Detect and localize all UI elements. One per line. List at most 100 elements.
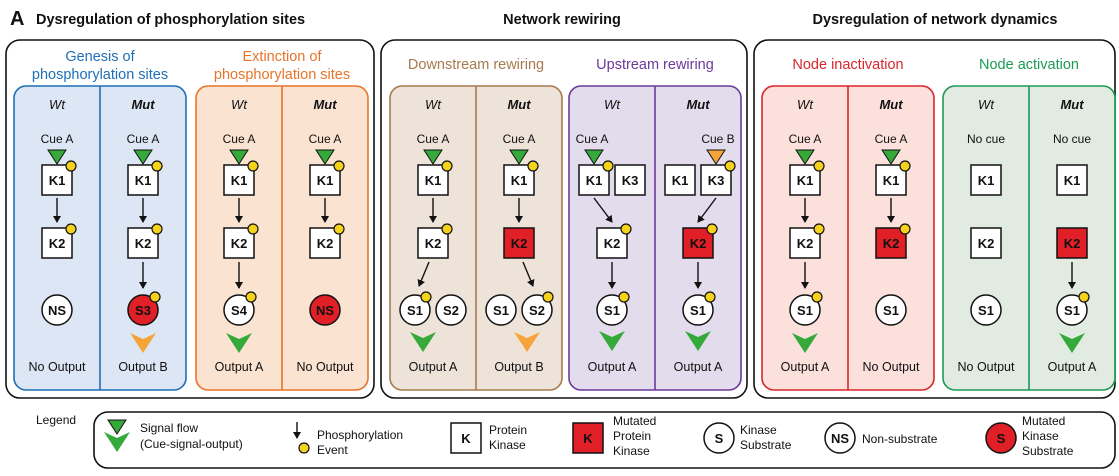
- column-header: Wt: [49, 97, 66, 112]
- output-label: No Output: [863, 360, 921, 374]
- scenario-title: phosphorylation sites: [214, 67, 350, 83]
- phospho-site: [724, 160, 736, 172]
- cue-label: Cue A: [503, 132, 536, 146]
- kinase-k1: K1: [875, 164, 907, 196]
- kinase-k1-label: K1: [49, 173, 66, 188]
- output-label: No Output: [958, 360, 1016, 374]
- scenario-title: phosphorylation sites: [32, 67, 168, 83]
- kinase-k1-label: K1: [231, 173, 248, 188]
- legend-nonsubstrate-icon: NS: [824, 422, 856, 454]
- kinase-k1-label: K1: [883, 173, 900, 188]
- cue-triangle: [795, 149, 815, 165]
- kinase-k1: K1: [789, 164, 821, 196]
- signal-output-arrow: [1059, 333, 1085, 353]
- phospho-site: [247, 160, 259, 172]
- column-header: Mut: [879, 97, 903, 112]
- phosphorylation-arrow: [417, 261, 430, 287]
- phosphorylation-arrow: [522, 261, 535, 287]
- signal-output-arrow: [685, 331, 711, 351]
- kinase-k2-label: K2: [231, 236, 248, 251]
- cue-triangle: [315, 149, 335, 165]
- legend-mutated-kinase-line: Kinase: [613, 444, 650, 458]
- phospho-site: [151, 160, 163, 172]
- kinase-k2: K2: [789, 227, 821, 259]
- substrate: S1: [596, 294, 628, 326]
- column-header: Wt: [231, 97, 248, 112]
- substrate: S3: [127, 294, 159, 326]
- cue-label: Cue A: [127, 132, 160, 146]
- kinase-k1-label: K1: [425, 173, 442, 188]
- kinase-k2: K2: [970, 227, 1002, 259]
- cue-label: Cue A: [309, 132, 342, 146]
- kinase-k3: K3: [614, 164, 646, 196]
- legend-mutated-kinase-line: Mutated: [613, 414, 656, 428]
- substrate: NS: [41, 294, 73, 326]
- substrate: S4: [223, 294, 255, 326]
- kinase-k3: K3: [700, 164, 732, 196]
- legend-kinase-line: Protein: [489, 423, 527, 437]
- legend-signal-flow: Signal flow: [140, 421, 198, 435]
- phospho-site: [899, 223, 911, 235]
- substrate-s1-label: S1: [407, 303, 423, 318]
- output-label: No Output: [29, 360, 87, 374]
- phospho-site: [811, 291, 823, 303]
- phospho-site: [620, 223, 632, 235]
- kinase-k2: K2: [1056, 227, 1088, 259]
- phospho-site: [813, 160, 825, 172]
- legend-mutated-substrate-icon-label: S: [997, 431, 1006, 446]
- kinase-k3-label: K3: [622, 173, 639, 188]
- signal-output-arrow: [226, 333, 252, 353]
- scenario-title: Genesis of: [65, 49, 135, 65]
- phospho-site: [706, 223, 718, 235]
- kinase-k2-label: K2: [511, 236, 528, 251]
- kinase-k2-label: K2: [978, 236, 995, 251]
- scenario-title: Node activation: [979, 57, 1079, 73]
- kinase-k2: K2: [127, 227, 159, 259]
- legend-mutated-substrate-line: Kinase: [1022, 429, 1059, 443]
- kinase-k1: K1: [417, 164, 449, 196]
- output-label: Output B: [494, 360, 543, 374]
- legend-nonsubstrate-line: Non-substrate: [862, 432, 938, 446]
- kinase-k1-label: K1: [1064, 173, 1081, 188]
- legend-mutated-substrate-line: Substrate: [1022, 444, 1074, 458]
- substrate: S1: [1056, 294, 1088, 326]
- kinase-k1: K1: [970, 164, 1002, 196]
- phospho-site: [333, 223, 345, 235]
- kinase-k1: K1: [578, 164, 610, 196]
- kinase-k2: K2: [682, 227, 714, 259]
- phospho-site: [298, 442, 310, 454]
- kinase-k2-label: K2: [425, 236, 442, 251]
- column-header: Wt: [425, 97, 442, 112]
- kinase-k1-label: K1: [978, 173, 995, 188]
- legend-frame: [93, 411, 1116, 469]
- section-title-network-dynamics: Dysregulation of network dynamics: [813, 12, 1058, 28]
- cue-triangle: [47, 149, 67, 165]
- substrate-s1: S1: [485, 294, 517, 326]
- phospho-site: [65, 160, 77, 172]
- section-title-dysregulation-sites: Dysregulation of phosphorylation sites: [36, 12, 305, 28]
- scenario-box-extinction: Extinction of phosphorylation sitesWtCue …: [195, 49, 369, 391]
- kinase-k2: K2: [309, 227, 341, 259]
- cue-label: Cue A: [576, 132, 609, 146]
- phospho-site: [247, 223, 259, 235]
- substrate-s2-label: S2: [529, 303, 545, 318]
- substrate-s2: S2: [435, 294, 467, 326]
- column-header: Mut: [1060, 97, 1084, 112]
- legend-substrate-icon: S: [703, 422, 735, 454]
- substrate-label: S3: [135, 303, 151, 318]
- signal-output-arrow: [792, 333, 818, 353]
- column-header: Wt: [978, 97, 995, 112]
- scenario-title: Node inactivation: [792, 57, 903, 73]
- scenario-title: Extinction of: [243, 49, 323, 65]
- signal-output-arrow: [410, 332, 436, 352]
- substrate-label: NS: [48, 303, 66, 318]
- substrate-label: S1: [978, 303, 994, 318]
- phospho-site: [149, 291, 161, 303]
- output-label: No Output: [297, 360, 355, 374]
- output-label: Output B: [118, 360, 167, 374]
- column-header: Mut: [131, 97, 155, 112]
- phospho-site: [65, 223, 77, 235]
